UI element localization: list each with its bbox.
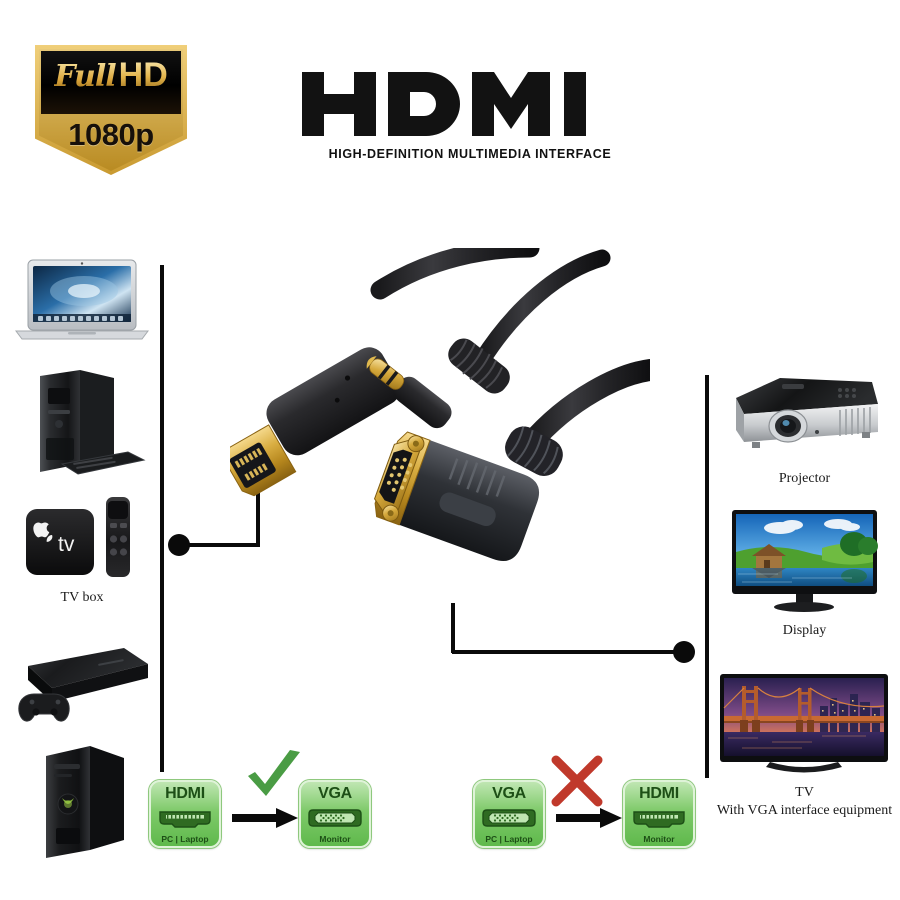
badge-black-panel: [41, 51, 181, 114]
badge-top-text: FullHD: [35, 58, 187, 92]
device-display: Display: [722, 508, 887, 639]
projector-icon: [736, 378, 878, 448]
right-branch-vertical: [451, 603, 455, 653]
arrow-right-supported-icon: [232, 808, 298, 828]
ps3-console-icon: [18, 648, 148, 722]
badge-vga-source: VGA PC | Laptop: [473, 780, 545, 848]
svg-text:tv: tv: [58, 533, 75, 556]
device-game-console-xbox: [28, 742, 140, 867]
badge-1080p-text: 1080p: [68, 117, 154, 152]
tv-icon: [720, 674, 888, 773]
tv-label: TV: [795, 785, 814, 800]
display-label: Display: [782, 623, 827, 638]
device-game-console-ps3: [12, 640, 152, 737]
badge-hdmi-target: HDMI Monitor: [623, 780, 695, 848]
left-divider-line: [160, 265, 164, 772]
right-branch-horizontal: [452, 650, 684, 654]
tv-box-label: TV box: [60, 590, 104, 605]
desktop-pc-icon: [40, 370, 146, 475]
projector-label: Projector: [778, 471, 831, 486]
left-node-dot: [168, 534, 190, 556]
badge-hd-text: HD: [118, 56, 168, 94]
arrow-right-unsupported-icon: [556, 808, 622, 828]
hdmi-port-icon: [159, 811, 211, 828]
display-monitor-icon: [732, 510, 878, 612]
badge-vga-source-sub: PC | Laptop: [485, 833, 533, 844]
badge-hdmi-target-sub: Monitor: [643, 833, 675, 844]
check-mark-icon: [248, 750, 300, 796]
badge-vga-target: VGA Monitor: [299, 780, 371, 848]
badge-vga-target-sub: Monitor: [319, 833, 351, 844]
tv-sublabel: With VGA interface equipment: [716, 803, 893, 818]
product-cable-image: [224, 238, 661, 578]
hdmi-logo-subtitle: HIGH-DEFINITION MULTIMEDIA INTERFACE: [328, 147, 612, 161]
right-divider-line: [705, 375, 709, 778]
vga-port-icon: [482, 809, 536, 827]
badge-hdmi-source-title: HDMI: [165, 785, 205, 802]
hdmi-wordmark-icon: [302, 72, 586, 136]
badge-hdmi-source: HDMI PC | Laptop: [149, 780, 221, 848]
device-desktop-pc: [18, 368, 148, 488]
badge-full-text: Full: [54, 59, 116, 94]
device-tv-box: tv TV box: [22, 495, 142, 606]
xbox-console-icon: [46, 746, 124, 858]
hdmi-logo: HIGH-DEFINITION MULTIMEDIA INTERFACE: [300, 70, 640, 161]
cross-mark-icon: [551, 755, 603, 807]
left-branch-vertical: [256, 443, 260, 545]
full-hd-badge: FullHD 1080p: [35, 45, 187, 175]
badge-vga-target-title: VGA: [318, 785, 352, 802]
device-tv: TV With VGA interface equipment: [712, 672, 897, 820]
hdmi-vga-cable-illustration: [224, 238, 661, 562]
laptop-icon: [15, 259, 149, 340]
left-branch-horizontal: [184, 543, 260, 547]
device-projector: Projector: [722, 370, 887, 487]
badge-hdmi-target-title: HDMI: [639, 785, 679, 802]
vga-port-icon: [308, 809, 362, 827]
badge-hdmi-source-sub: PC | Laptop: [161, 833, 209, 844]
badge-vga-source-title: VGA: [492, 785, 526, 802]
right-node-dot: [673, 641, 695, 663]
device-laptop: [12, 258, 152, 349]
hdmi-port-icon: [633, 811, 685, 828]
tv-box-icon: tv: [26, 497, 130, 577]
